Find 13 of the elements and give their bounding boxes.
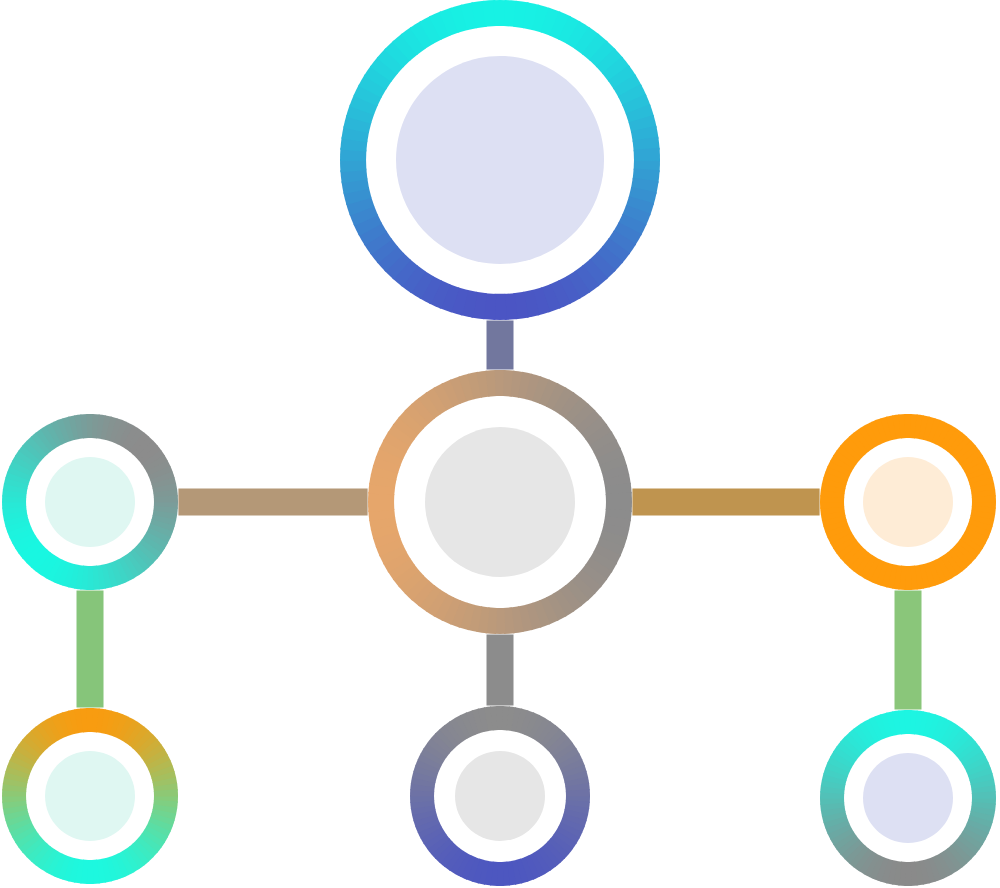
circle-node	[820, 710, 996, 886]
circle-node	[2, 708, 178, 884]
connector-line	[894, 590, 922, 710]
circle-node	[410, 706, 590, 886]
circle-node	[340, 0, 660, 320]
connector-line	[486, 634, 514, 706]
circle-node	[2, 414, 178, 590]
connector-line	[486, 320, 514, 370]
connector-line	[178, 488, 368, 516]
circle-node	[820, 414, 996, 590]
connector-line	[76, 590, 104, 708]
connector-line	[632, 488, 820, 516]
circle-node	[368, 370, 632, 634]
